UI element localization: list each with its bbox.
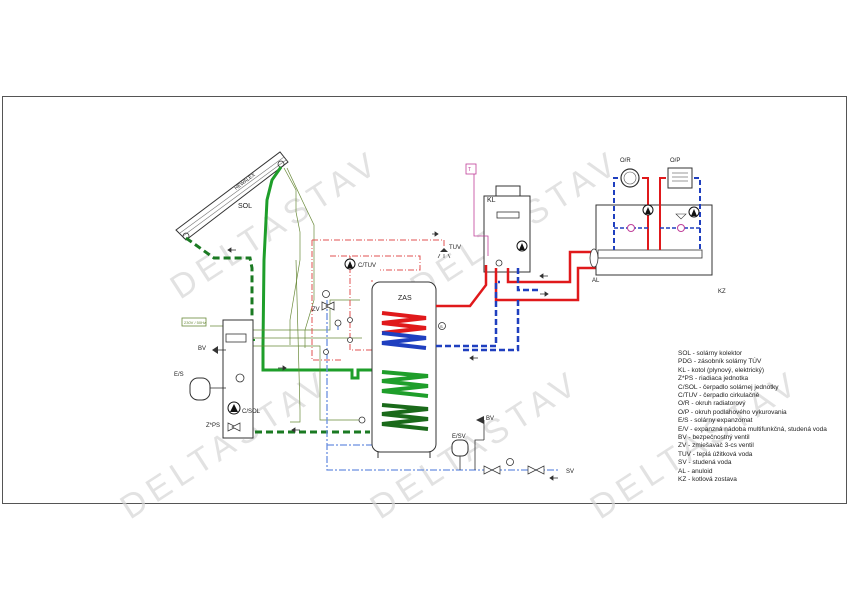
al-label: AL xyxy=(592,278,600,284)
legend-item: O/P - okruh podlahového vykurovania xyxy=(678,408,787,416)
floor-circuit: O/P xyxy=(659,158,701,250)
or-label: O/R xyxy=(620,158,631,164)
boiler-sensor: T xyxy=(465,163,489,256)
radiator-circuit: O/R xyxy=(613,158,654,250)
zps-label: Z*PS xyxy=(206,423,220,429)
flow-arrows xyxy=(227,231,558,481)
bv-left-label: BV xyxy=(198,346,206,352)
voltage-label: 230V / 50Hz xyxy=(184,320,206,325)
solar-expansion-tank: E/S xyxy=(174,372,226,401)
dhw-pump: C/TUV TUV xyxy=(344,245,461,270)
zv-label: ZV xyxy=(312,307,320,313)
legend-item: Z*PS - riadiaca jednotka xyxy=(678,375,749,383)
boiler: KL xyxy=(483,185,531,273)
cold-supply xyxy=(459,439,484,470)
ctuv-label: C/TUV xyxy=(358,263,376,269)
cold-water-components: E/SV BV SV xyxy=(451,416,574,475)
op-label: O/P xyxy=(670,158,680,164)
mixing-valve: ZV xyxy=(312,290,353,355)
legend-item: ZV - zmiešavač 3-cs ventil xyxy=(678,442,754,450)
zas-label: ZAS xyxy=(398,295,412,302)
legend-item: SV - studená voda xyxy=(678,459,732,467)
solar-station: 230V / 50Hz C/SOL Z*PS BV xyxy=(181,317,261,439)
legend-item: PDG - zásobník solárny TÚV xyxy=(678,358,762,366)
legend-item: E/V - expanzná nádoba multifunkčná, stud… xyxy=(678,425,827,433)
legend-item: C/SOL - čerpadlo solárnej jednotky xyxy=(678,383,779,391)
legend-item: TUV - teplá úžitková voda xyxy=(678,450,753,458)
tuv-label: TUV xyxy=(449,245,461,251)
esv-label: E/SV xyxy=(452,434,466,440)
legend-item: E/S - solárny expanzomat xyxy=(678,417,753,425)
legend-item: C/TUV - čerpadlo cirkulačné xyxy=(678,392,760,400)
signal-lines xyxy=(210,167,362,423)
legend-item: KL - kotol (plynový, elektrický) xyxy=(678,366,765,374)
heating-lines xyxy=(436,250,596,352)
kz-label: KZ xyxy=(718,289,726,295)
bv-right-label: BV xyxy=(486,416,494,422)
dhw-circulation xyxy=(311,239,445,361)
legend-item: SOL - solárny kolektor xyxy=(678,350,743,357)
boiler-assembly-box: KZ AL xyxy=(589,204,726,295)
sv-label: SV xyxy=(566,469,574,475)
diagram-frame xyxy=(2,96,847,504)
storage-tank: ZAS S xyxy=(358,281,446,458)
kl-sensor-label: T xyxy=(468,167,471,173)
sol-label: SOL xyxy=(238,203,252,210)
legend-item: BV - bezpečnostný ventil xyxy=(678,434,750,442)
csol-label: C/SOL xyxy=(242,409,261,415)
es-label: E/S xyxy=(174,372,184,378)
legend-item: KZ - kotlová zostava xyxy=(678,476,737,484)
legend-item: O/R - okruh radiatorový xyxy=(678,400,746,408)
tank-sensor-label: S xyxy=(440,324,443,329)
kl-label: KL xyxy=(487,197,496,204)
legend-item: AL - anuloid xyxy=(678,467,713,475)
